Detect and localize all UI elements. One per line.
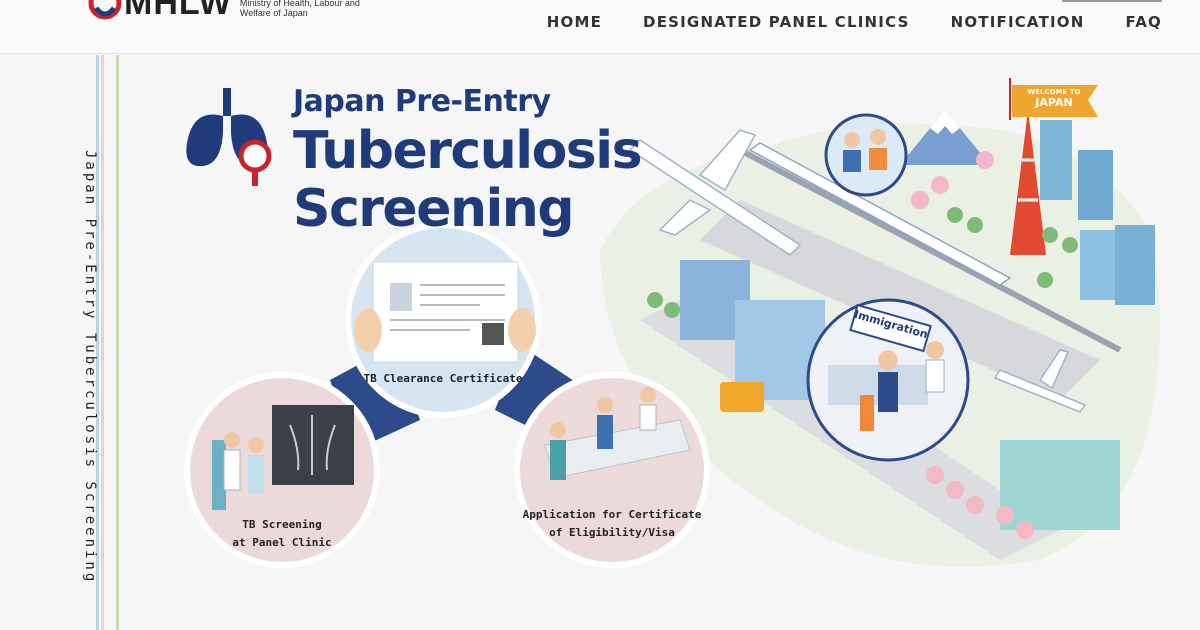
hero-title-line-1: Japan Pre-Entry [293, 84, 551, 119]
caption-line-1: Application for Certificate [522, 508, 702, 521]
nav-notification[interactable]: NOTIFICATION [950, 13, 1085, 31]
immigration-circle [806, 298, 970, 462]
logo-text: MHLW [124, 0, 232, 22]
caption-line-1: TB Screening [242, 518, 322, 531]
logo-subtitle: Ministry of Health, Labour and Welfare o… [239, 0, 360, 18]
decor-stripe-pink [101, 55, 104, 630]
caption-line-1: TB Clearance Certificate [363, 372, 523, 385]
mount-fuji [900, 110, 990, 165]
trees [647, 207, 1078, 318]
welcome-flag [1009, 78, 1098, 120]
train-track [738, 147, 1122, 353]
cherry-blossoms [911, 151, 1034, 539]
bullet-train [748, 142, 1012, 286]
tb-screening-illustration [184, 372, 380, 568]
caption-line-2: at Panel Clinic [232, 536, 332, 549]
airplane-left [628, 129, 802, 256]
nav-faq[interactable]: FAQ [1125, 13, 1162, 31]
caption-tb-clearance-certificate: TB Clearance Certificate [358, 370, 528, 388]
visa-application-illustration [514, 372, 710, 568]
mhlw-logo-icon [88, 0, 122, 20]
hero-title-line-2: Tuberculosis [293, 121, 643, 181]
lungs-magnifier-icon [186, 88, 272, 186]
welcome-flag-text: WELCOME TO JAPAN [1014, 87, 1094, 109]
mhlw-logo[interactable]: MHLW Ministry of Health, Labour and Welf… [88, 0, 370, 20]
bus [720, 382, 764, 412]
certificate-illustration [345, 222, 541, 418]
site-header: MHLW Ministry of Health, Labour and Welf… [0, 0, 1200, 54]
nav-designated-panel-clinics[interactable]: DESIGNATED PANEL CLINICS [643, 13, 910, 31]
hero-illustration [184, 78, 1160, 568]
hero-title-line-3: Screening [293, 179, 575, 239]
welcome-flag-line-1: WELCOME TO [1027, 88, 1081, 96]
tokyo-tower [1010, 110, 1046, 255]
travellers-circle [824, 113, 908, 197]
hero-title: Japan Pre-Entry Tuberculosis Screening [293, 82, 643, 239]
decor-stripe-green [116, 55, 119, 630]
vertical-title: Japan Pre-Entry Tuberculosis Screening [82, 150, 98, 585]
nav-top-bar [1062, 0, 1162, 2]
caption-line-2: of Eligibility/Visa [549, 526, 675, 539]
airplane-right [993, 349, 1087, 413]
caption-visa-application: Application for Certificate of Eligibili… [522, 506, 702, 542]
welcome-flag-line-2: JAPAN [1035, 96, 1073, 109]
decor-stripe-blue [96, 55, 99, 630]
caption-tb-screening: TB Screening at Panel Clinic [192, 516, 372, 552]
main-nav: HOME DESIGNATED PANEL CLINICS NOTIFICATI… [506, 13, 1162, 31]
nav-home[interactable]: HOME [546, 13, 603, 31]
